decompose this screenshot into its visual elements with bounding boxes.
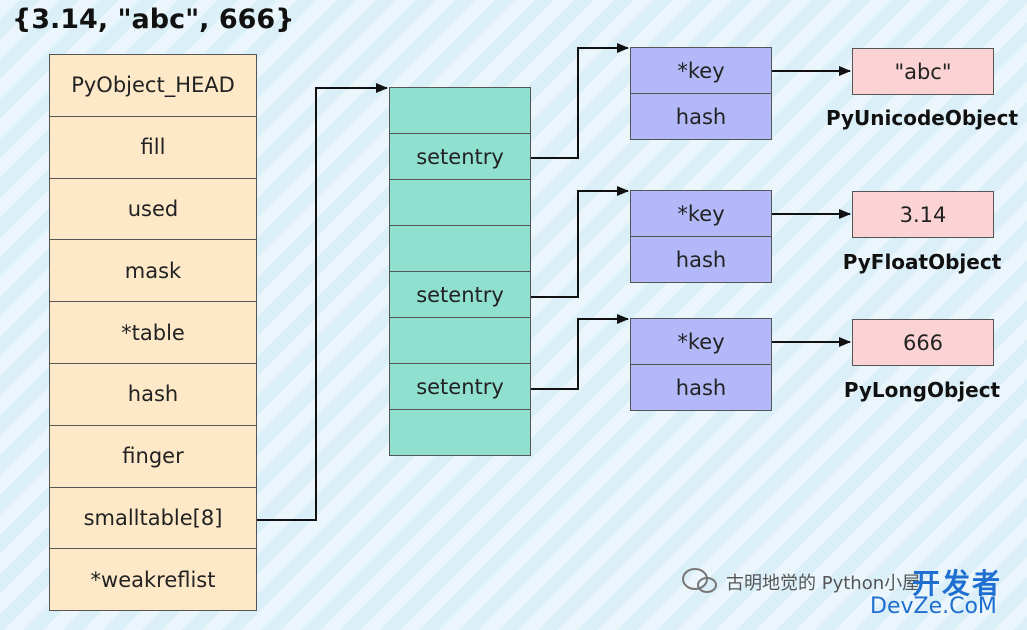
entry-key-field: *key bbox=[630, 318, 772, 365]
entry-slot-6: setentry bbox=[389, 363, 531, 410]
setentry-arrow-1 bbox=[531, 43, 629, 159]
entry-hash-field: hash bbox=[630, 364, 772, 411]
entry-slot-2 bbox=[389, 179, 531, 226]
field-hash: hash bbox=[49, 362, 257, 426]
setentry-arrow-2 bbox=[531, 186, 629, 298]
entry-hash-field: hash bbox=[630, 236, 772, 283]
field-pyobject-head: PyObject_HEAD bbox=[49, 54, 257, 117]
object-type-label: PyLongObject bbox=[843, 378, 1001, 402]
field-finger: finger bbox=[49, 424, 257, 488]
object-box-long: 666 bbox=[852, 319, 994, 366]
setentry-array: setentry setentry setentry bbox=[389, 87, 531, 456]
object-box-unicode: "abc" bbox=[852, 48, 994, 95]
watermark-author: 古明地觉的 Python小屋 bbox=[726, 573, 921, 594]
object-type-label: PyUnicodeObject bbox=[825, 106, 1019, 130]
entry-box-2: *key hash bbox=[630, 190, 772, 283]
field-smalltable: smalltable[8] bbox=[49, 486, 257, 550]
smalltable-arrow bbox=[257, 83, 388, 521]
diagram-title: {3.14, "abc", 666} bbox=[12, 4, 295, 35]
entry-key-field: *key bbox=[630, 190, 772, 237]
wechat-icon bbox=[680, 566, 720, 596]
field-weakreflist: *weakreflist bbox=[49, 548, 257, 612]
entry-slot-0 bbox=[389, 87, 531, 134]
watermark-brand: 开发者 bbox=[912, 567, 1003, 600]
setobject-struct: PyObject_HEAD fill used mask *table hash… bbox=[49, 54, 257, 612]
entry-box-1: *key hash bbox=[630, 47, 772, 140]
entry-key-field: *key bbox=[630, 47, 772, 94]
object-type-label: PyFloatObject bbox=[842, 250, 1002, 274]
object-box-float: 3.14 bbox=[852, 191, 994, 238]
entry-slot-1: setentry bbox=[389, 133, 531, 180]
watermark-site: DevZe.CoM bbox=[870, 594, 997, 619]
entry-box-3: *key hash bbox=[630, 318, 772, 411]
setentry-arrow-3 bbox=[531, 314, 629, 390]
field-used: used bbox=[49, 177, 257, 241]
field-fill: fill bbox=[49, 115, 257, 179]
entry-slot-4: setentry bbox=[389, 271, 531, 318]
entry-slot-7 bbox=[389, 409, 531, 456]
field-table: *table bbox=[49, 301, 257, 364]
entry-hash-field: hash bbox=[630, 93, 772, 140]
